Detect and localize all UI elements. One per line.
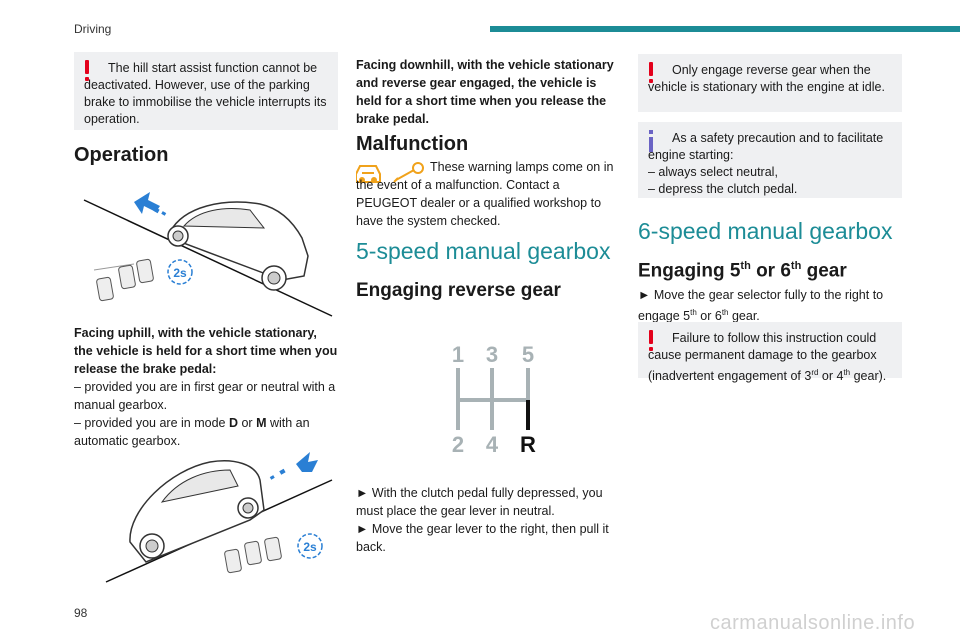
gearbox5-heading: 5-speed manual gearbox [356,238,611,264]
warning-note-gearbox-text: Failure to follow this instruction could… [648,331,887,384]
warning-note-text: The hill start assist function cannot be… [84,61,327,126]
reverse-steps: ► With the clutch pedal fully depressed,… [356,484,620,556]
warning-icon [644,62,658,84]
gear-1-label: 1 [452,342,464,367]
uphill-item-1: – provided you are in first gear or neut… [74,380,336,412]
info-note-safety: As a safety precaution and to facilitate… [638,122,902,198]
timer-badge-icon: 2s [167,259,193,285]
downhill-bold-text: Facing downhill, with the vehicle statio… [356,58,614,126]
uphill-bold-text: Facing uphill, with the vehicle stationa… [74,326,338,376]
downhill-car-illustration: 2s [105,452,333,583]
uphill-item-2: – provided you are in mode D or M with a… [74,416,310,448]
reverse-gear-heading: Engaging reverse gear [356,280,561,301]
reverse-step-1: ► With the clutch pedal fully depressed,… [356,486,603,518]
warning-icon [80,60,94,82]
info-note-item-2: – depress the clutch pedal. [648,182,798,196]
pedals-icon-downhill [224,536,282,574]
car-body-downhill [129,460,265,563]
gear-r-label: R [520,432,536,457]
info-icon [644,130,658,152]
gear-3-label: 3 [486,342,498,367]
pedals-icon [93,258,154,302]
gear-5-label: 5 [522,342,534,367]
timer-badge-icon-downhill: 2s [297,533,323,559]
header-accent-bar [490,26,960,32]
car-body [167,201,309,291]
warning-note-hill-assist: The hill start assist function cannot be… [74,52,338,130]
watermark: carmanualsonline.info [710,612,916,634]
engaging-5-6-heading: Engaging 5th or 6th gear [638,260,847,282]
uphill-description: Facing uphill, with the vehicle stationa… [74,324,338,450]
uphill-car-illustration: 2s [83,192,333,317]
info-note-item-1: – always select neutral, [648,165,778,179]
svg-text:2s: 2s [303,540,317,554]
operation-heading: Operation [74,144,169,166]
info-note-title: As a safety precaution and to facilitate… [648,131,884,162]
page-number: 98 [74,606,88,620]
hill-assist-lamp-icon [356,165,381,183]
gear-4-label: 4 [486,432,499,457]
warning-note-reverse: Only engage reverse gear when the vehicl… [638,54,902,112]
svg-text:2s: 2s [173,266,187,280]
reverse-step-2: ► Move the gear lever to the right, then… [356,522,609,554]
gearbox6-heading: 6-speed manual gearbox [638,218,893,244]
warning-lamps-icons [356,162,424,183]
warning-note-gearbox: Failure to follow this instruction could… [638,322,902,383]
move-selector-text: ► Move the gear selector fully to the ri… [638,288,884,324]
uphill-arrow-icon [134,192,167,216]
malfunction-heading: Malfunction [356,133,469,155]
gear-shift-diagram: 1 3 5 2 4 R [452,342,536,457]
service-wrench-lamp-icon [393,162,424,183]
page-header-label: Driving [74,22,112,36]
downhill-arrow-icon [269,452,318,480]
malfunction-text: These warning lamps come on in the event… [356,160,614,228]
warning-note-reverse-text: Only engage reverse gear when the vehicl… [648,63,885,94]
gear-2-label: 2 [452,432,464,457]
warning-icon [644,330,658,352]
